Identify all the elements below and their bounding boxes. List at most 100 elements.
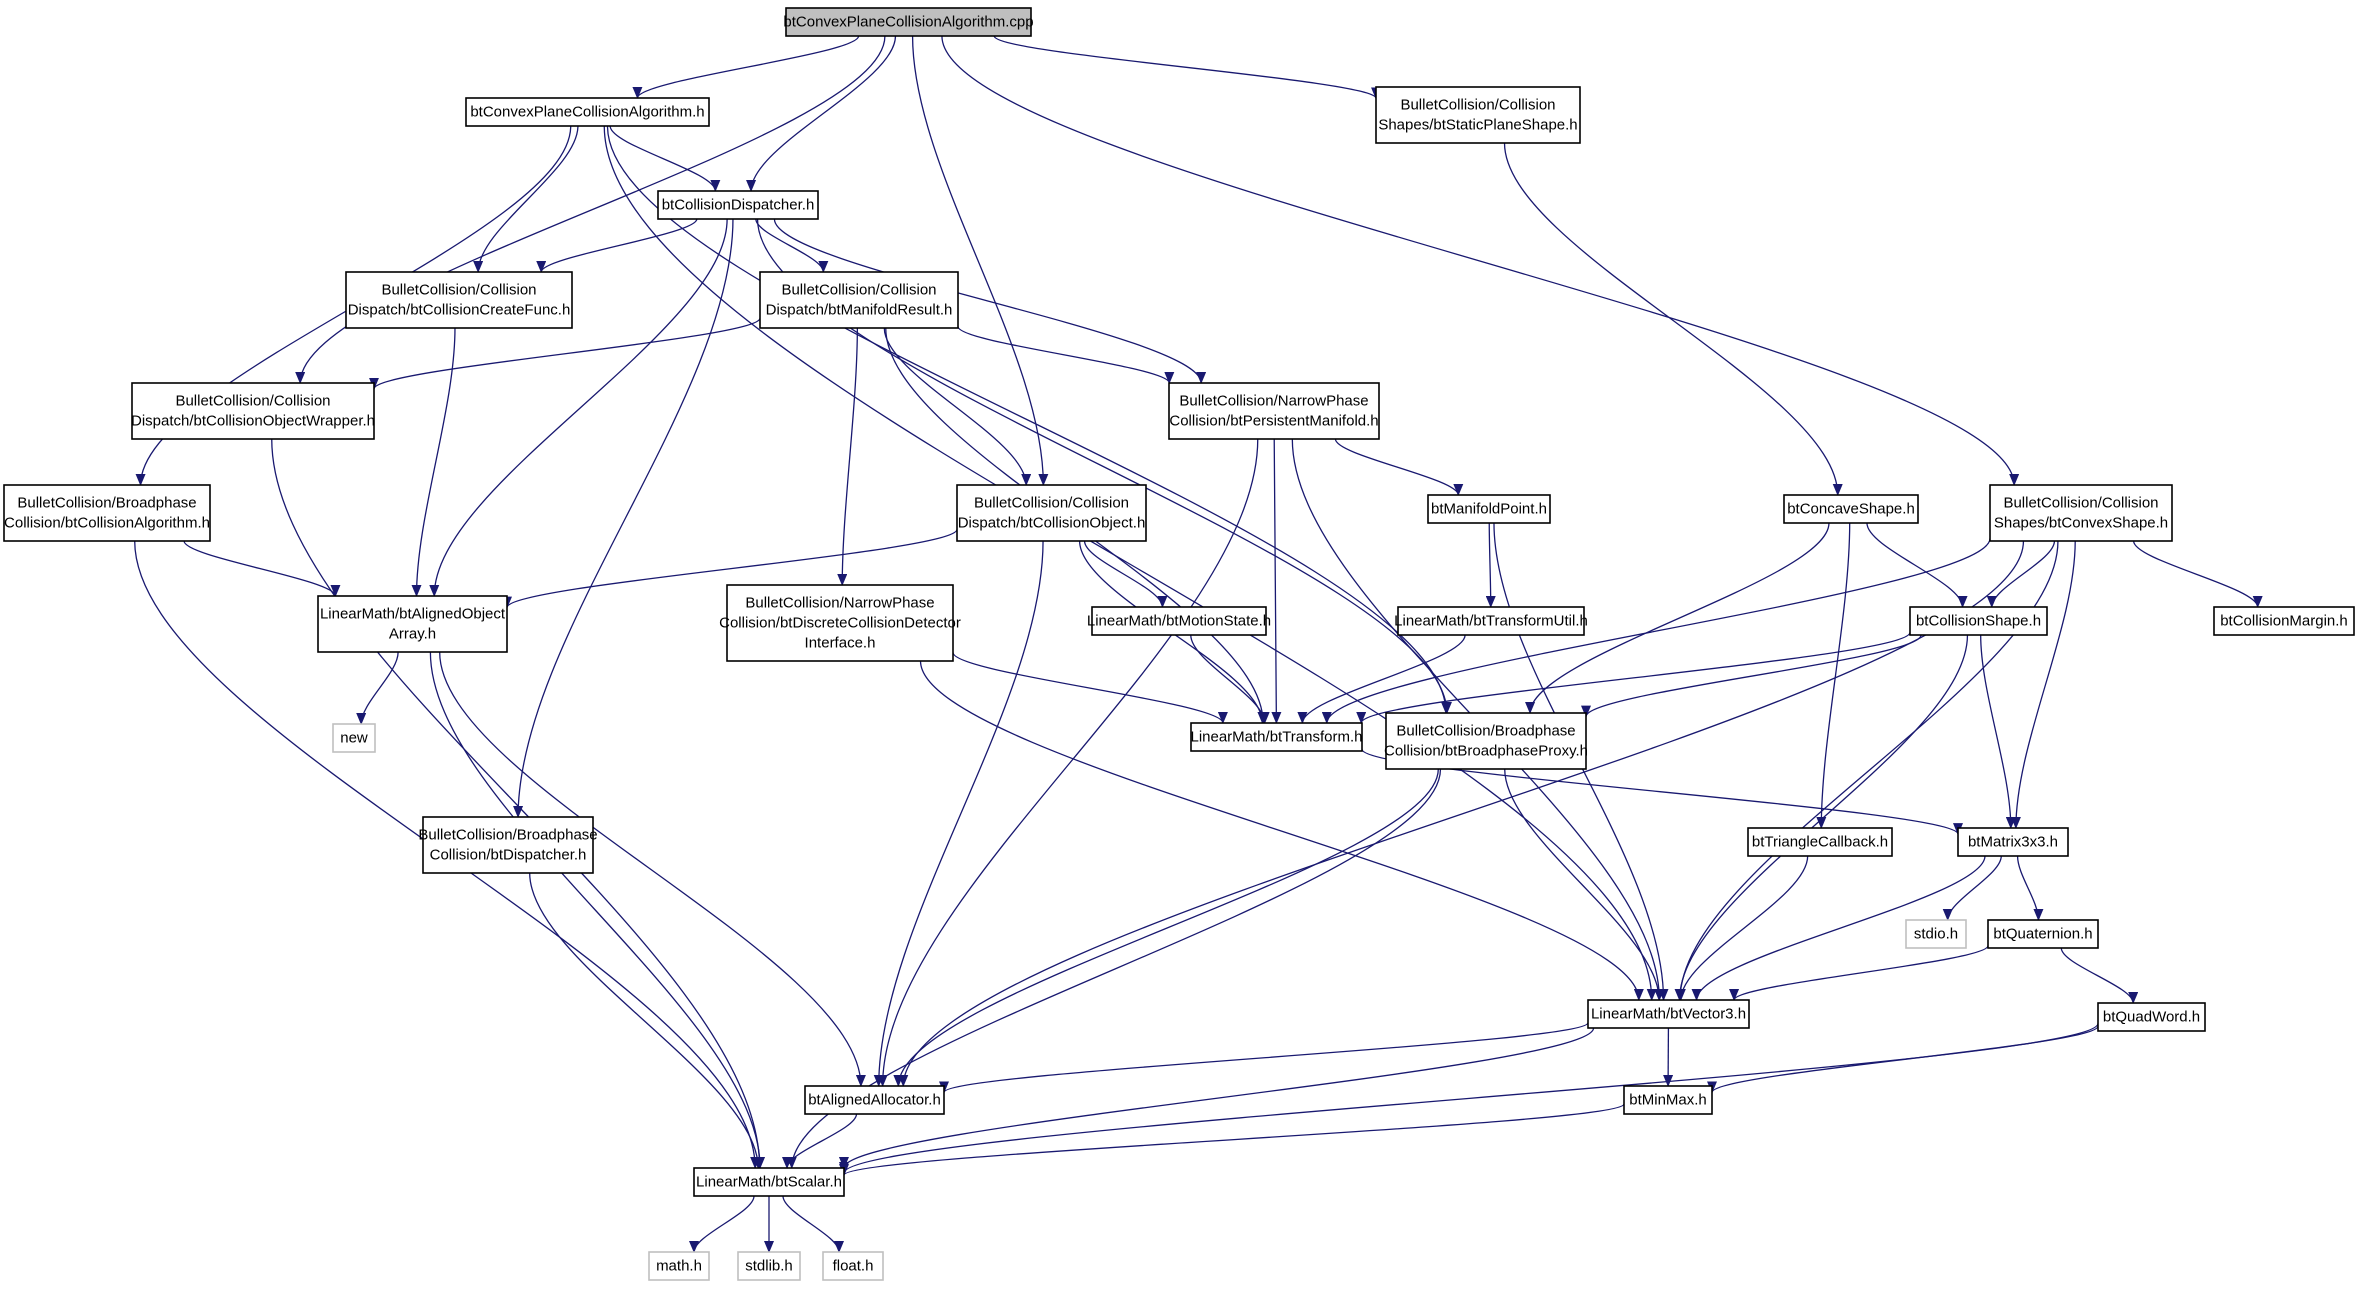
edge-n_cd-to-n_disp xyxy=(513,218,734,818)
node-label: btQuadWord.h xyxy=(2103,1009,2200,1026)
graph-node-mm[interactable]: btMinMax.h xyxy=(1623,1085,1713,1115)
node-box xyxy=(345,271,573,329)
graph-node-ms[interactable]: LinearMath/btMotionState.h xyxy=(1087,606,1271,636)
graph-node-new[interactable]: new xyxy=(332,723,376,753)
node-label: Collision/btBroadphaseProxy.h xyxy=(1384,743,1588,760)
node-label: Collision/btDiscreteCollisionDetector xyxy=(719,615,961,632)
edge-n_root-to-n_cpcah xyxy=(632,35,860,99)
node-label: BulletCollision/Broadphase xyxy=(1396,723,1575,740)
node-label: Collision/btCollisionAlgorithm.h xyxy=(4,515,210,532)
node-box xyxy=(2213,606,2355,636)
edge-n_cvs-to-n_tr xyxy=(1321,538,1991,724)
node-box xyxy=(1905,919,1967,949)
edge-n_pm-to-n_tr xyxy=(1271,438,1282,724)
node-label: btManifoldPoint.h xyxy=(1431,501,1547,518)
graph-node-math[interactable]: math.h xyxy=(648,1251,710,1281)
graph-node-disp[interactable]: BulletCollision/BroadphaseCollision/btDi… xyxy=(418,816,598,874)
graph-node-sc[interactable]: LinearMath/btScalar.h xyxy=(693,1167,845,1197)
graph-node-root[interactable]: btConvexPlaneCollisionAlgorithm.cpp xyxy=(783,7,1034,37)
edge-n_ca-to-n_aoa xyxy=(183,540,341,597)
graph-node-qw[interactable]: btQuadWord.h xyxy=(2097,1002,2206,1032)
graph-node-cs[interactable]: btConcaveShape.h xyxy=(1783,494,1919,524)
nodes-layer: btConvexPlaneCollisionAlgorithm.cpp btCon… xyxy=(3,7,2355,1281)
node-box xyxy=(1909,606,2048,636)
graph-node-pm[interactable]: BulletCollision/NarrowPhaseCollision/btP… xyxy=(1168,382,1380,440)
node-label: BulletCollision/NarrowPhase xyxy=(745,595,934,612)
node-label: btConcaveShape.h xyxy=(1787,501,1915,518)
graph-node-cpcah[interactable]: btConvexPlaneCollisionAlgorithm.h xyxy=(465,97,710,127)
graph-node-csh[interactable]: btCollisionShape.h xyxy=(1909,606,2048,636)
node-box xyxy=(422,816,594,874)
node-box xyxy=(1091,606,1267,636)
edge-n_mr-to-n_dcdi xyxy=(837,327,859,586)
graph-node-spsh[interactable]: BulletCollision/CollisionShapes/btStatic… xyxy=(1375,86,1581,144)
edge-n_aoa-to-n_new xyxy=(356,651,399,725)
node-label: Interface.h xyxy=(805,635,876,652)
node-label: btCollisionMargin.h xyxy=(2220,613,2348,630)
node-box xyxy=(1957,827,2069,857)
node-box xyxy=(657,190,819,220)
graph-node-mp[interactable]: btManifoldPoint.h xyxy=(1427,494,1551,524)
edge-n_v3-to-n_aa xyxy=(939,1022,1589,1094)
graph-node-aa[interactable]: btAlignedAllocator.h xyxy=(804,1085,945,1115)
edge-n_disp-to-n_sc xyxy=(529,872,764,1169)
edge-n_spsh-to-n_cs xyxy=(1503,142,1843,496)
edge-n_dcdi-to-n_tr xyxy=(952,652,1228,724)
graph-node-ca[interactable]: BulletCollision/BroadphaseCollision/btCo… xyxy=(3,484,211,542)
edge-n_cpcah-to-n_v3 xyxy=(603,125,1657,1001)
graph-node-co[interactable]: BulletCollision/CollisionDispatch/btColl… xyxy=(956,484,1147,542)
graph-node-cow[interactable]: BulletCollision/CollisionDispatch/btColl… xyxy=(131,382,375,440)
node-label: BulletCollision/Collision xyxy=(974,495,1129,512)
graph-node-cm[interactable]: btCollisionMargin.h xyxy=(2213,606,2355,636)
graph-node-tc[interactable]: btTriangleCallback.h xyxy=(1747,827,1893,857)
edge-n_cvs-to-n_csh xyxy=(1986,540,2056,608)
node-label: Dispatch/btCollisionObjectWrapper.h xyxy=(131,413,375,430)
node-box xyxy=(1783,494,1919,524)
graph-node-cvs[interactable]: BulletCollision/CollisionShapes/btConvex… xyxy=(1989,484,2173,542)
edge-n_v3-to-n_sc xyxy=(839,1027,1595,1169)
node-label: Shapes/btConvexShape.h xyxy=(1994,515,2168,532)
graph-node-mr[interactable]: BulletCollision/CollisionDispatch/btMani… xyxy=(759,271,959,329)
node-box xyxy=(1623,1085,1713,1115)
edge-n_co-to-n_ms xyxy=(1083,540,1168,608)
node-label: stdlib.h xyxy=(745,1258,793,1275)
graph-node-cd[interactable]: btCollisionDispatcher.h xyxy=(657,190,819,220)
node-box xyxy=(822,1251,884,1281)
graph-node-v3[interactable]: LinearMath/btVector3.h xyxy=(1587,999,1750,1029)
node-box xyxy=(1190,722,1363,752)
node-label: BulletCollision/Collision xyxy=(381,282,536,299)
graph-node-q[interactable]: btQuaternion.h xyxy=(1987,919,2099,949)
graph-node-m3[interactable]: btMatrix3x3.h xyxy=(1957,827,2069,857)
node-box xyxy=(1427,494,1551,524)
graph-node-bp[interactable]: BulletCollision/BroadphaseCollision/btBr… xyxy=(1384,712,1588,770)
node-label: BulletCollision/Collision xyxy=(1400,97,1555,114)
edge-n_m3-to-n_v3 xyxy=(1691,855,1986,1001)
edge-n_cow-to-n_sc xyxy=(271,438,765,1169)
graph-node-tu[interactable]: LinearMath/btTransformUtil.h xyxy=(1394,606,1588,636)
edge-n_q-to-n_v3 xyxy=(1729,945,1989,1001)
edge-n_csh-to-n_tr xyxy=(1356,631,1911,724)
edge-n_root-to-n_cd xyxy=(746,35,897,192)
edge-n_mp-to-n_tu xyxy=(1485,522,1496,608)
graph-node-float[interactable]: float.h xyxy=(822,1251,884,1281)
node-label: Shapes/btStaticPlaneShape.h xyxy=(1378,117,1577,134)
node-label: LinearMath/btAlignedObject xyxy=(320,606,506,623)
edge-n_q-to-n_qw xyxy=(2060,947,2139,1004)
node-label: BulletCollision/Broadphase xyxy=(17,495,196,512)
edge-n_qw-to-n_sc xyxy=(839,1023,2099,1175)
graph-node-stdio[interactable]: stdio.h xyxy=(1905,919,1967,949)
graph-node-dcdi[interactable]: BulletCollision/NarrowPhaseCollision/btD… xyxy=(719,584,961,662)
graph-node-tr[interactable]: LinearMath/btTransform.h xyxy=(1190,722,1363,752)
node-label: BulletCollision/Collision xyxy=(2003,495,2158,512)
node-label: LinearMath/btMotionState.h xyxy=(1087,613,1271,630)
node-box xyxy=(1375,86,1581,144)
edge-n_co-to-n_aoa xyxy=(502,528,958,609)
node-box xyxy=(737,1251,801,1281)
graph-node-stdlib[interactable]: stdlib.h xyxy=(737,1251,801,1281)
node-box xyxy=(332,723,376,753)
graph-node-ccf[interactable]: BulletCollision/CollisionDispatch/btColl… xyxy=(345,271,573,329)
node-label: float.h xyxy=(833,1258,874,1275)
node-label: BulletCollision/NarrowPhase xyxy=(1179,393,1368,410)
